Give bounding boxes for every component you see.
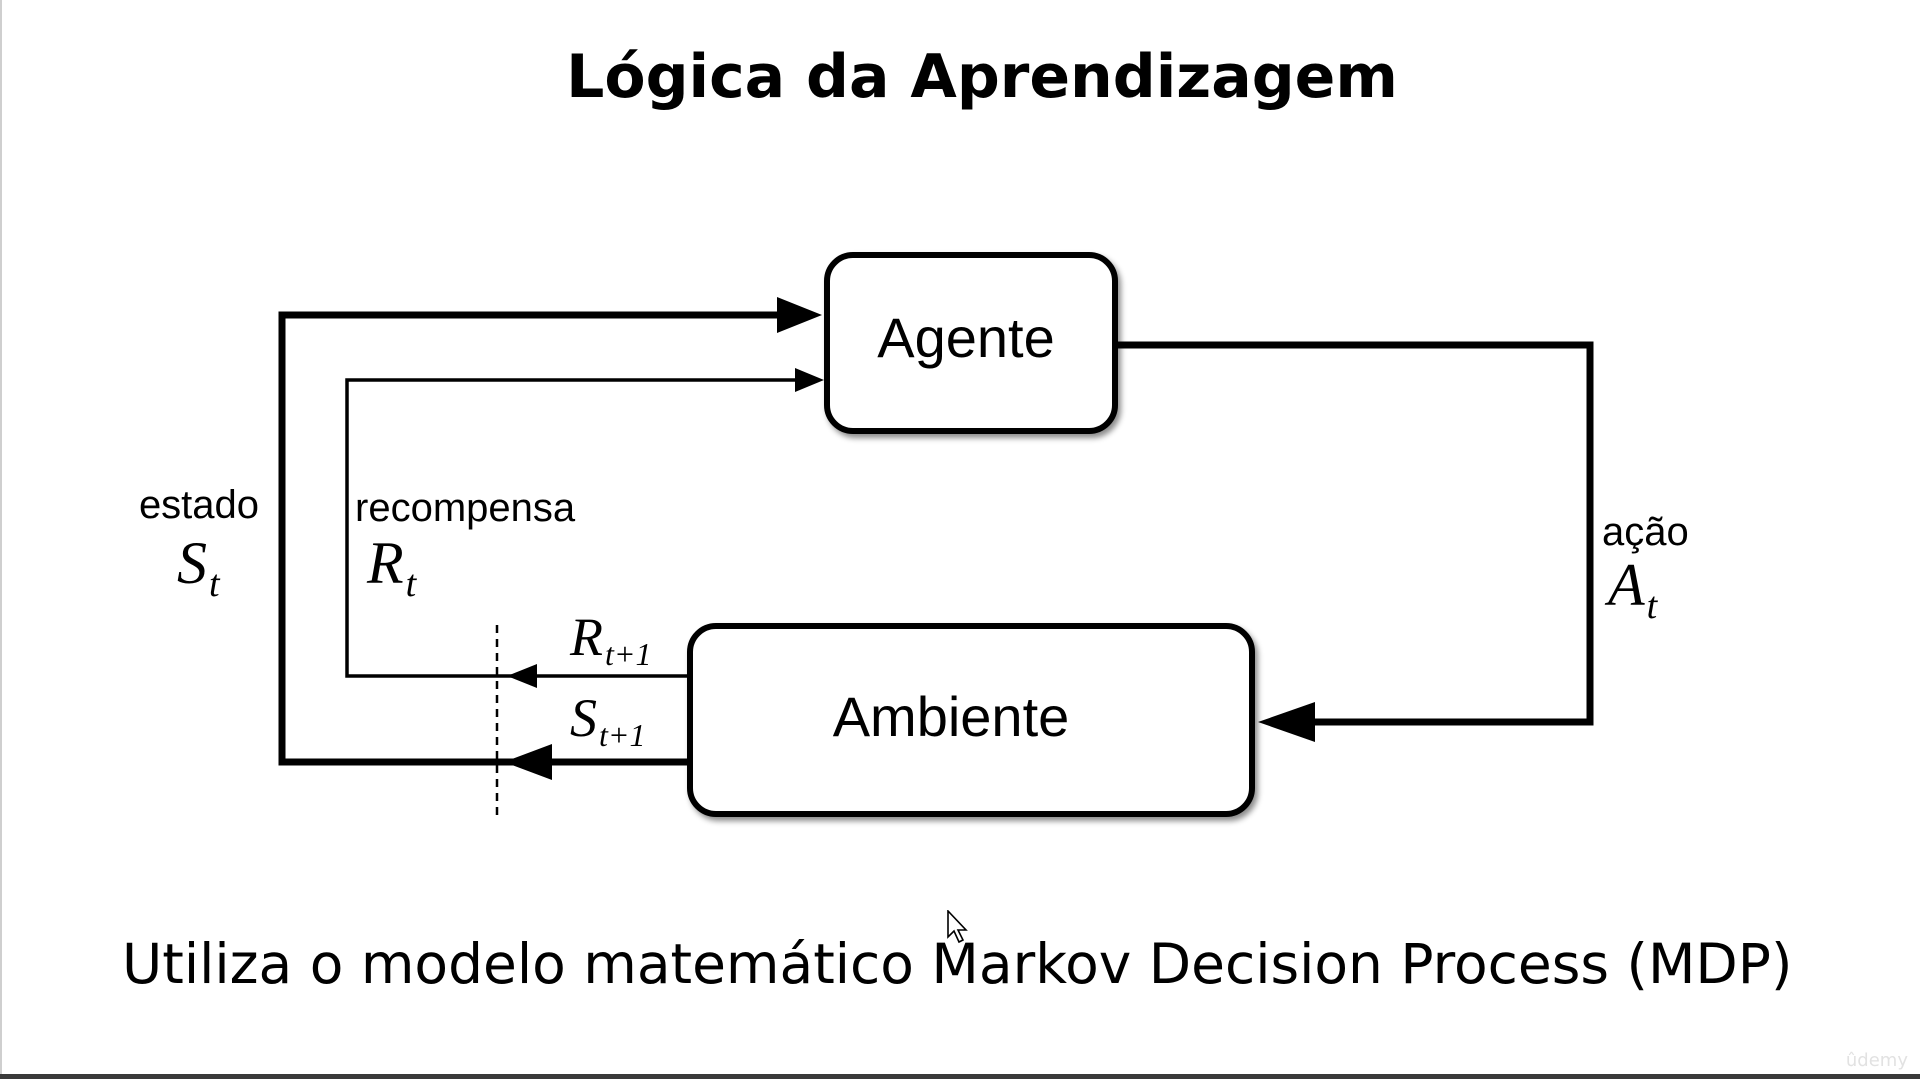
environment-box	[687, 623, 1255, 817]
state-word-label: estado	[139, 483, 259, 527]
agent-label: Agente	[877, 306, 1055, 369]
reward-arrowhead-to-agent	[795, 368, 824, 392]
next-reward-label: Rt+1	[569, 607, 651, 672]
action-symbol-label: At	[1604, 552, 1659, 627]
reward-word-label: recompensa	[355, 486, 576, 530]
udemy-watermark: ûdemy	[1845, 1050, 1908, 1071]
action-word-label: ação	[1602, 510, 1689, 554]
slide-title: Lógica da Aprendizagem	[566, 42, 1398, 112]
environment-label: Ambiente	[833, 685, 1070, 748]
state-arrow-line	[278, 311, 777, 766]
bottom-bar	[0, 1074, 1920, 1079]
action-arrow-line	[1115, 341, 1594, 726]
slide-caption: Utiliza o modelo matemático Markov Decis…	[122, 932, 1793, 996]
action-arrowhead	[1258, 702, 1315, 742]
reward-symbol-label: Rt	[366, 530, 418, 605]
arrow-cursor-icon	[947, 910, 968, 944]
state-arrowhead-to-agent	[777, 297, 822, 333]
state-symbol-label: St	[177, 530, 221, 605]
next-reward-arrowhead	[507, 664, 537, 688]
next-state-label: St+1	[570, 688, 645, 753]
next-state-arrowhead	[504, 744, 552, 780]
